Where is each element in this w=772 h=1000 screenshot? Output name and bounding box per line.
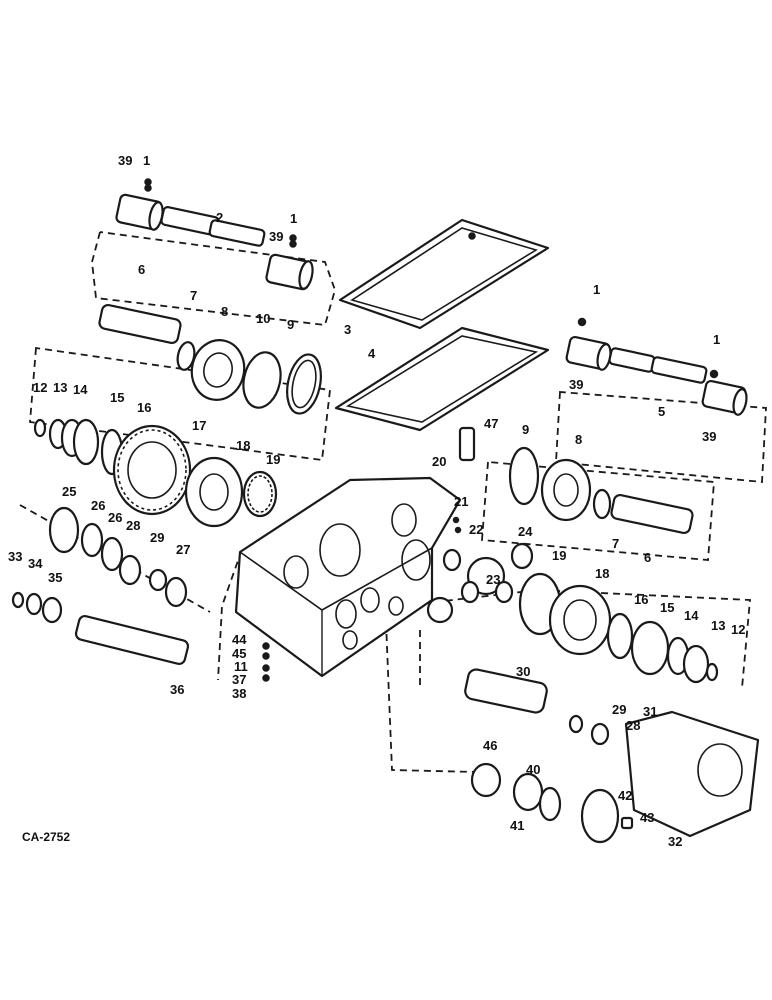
callout-19: 19 <box>552 548 566 563</box>
callout-13: 13 <box>711 618 725 633</box>
callout-39: 39 <box>702 429 716 444</box>
callout-5: 5 <box>658 404 665 419</box>
callout-46: 46 <box>483 738 497 753</box>
callout-13: 13 <box>53 380 67 395</box>
callout-3: 3 <box>344 322 351 337</box>
callout-16: 16 <box>634 592 648 607</box>
callout-43: 43 <box>640 810 654 825</box>
callout-1: 1 <box>593 282 600 297</box>
callout-1: 1 <box>713 332 720 347</box>
lower-right-group <box>464 668 760 844</box>
callout-22: 22 <box>469 522 483 537</box>
callout-4: 4 <box>368 346 376 361</box>
right-gear-stack <box>518 572 719 684</box>
callout-40: 40 <box>526 762 540 777</box>
left-small-parts <box>11 506 270 682</box>
callout-29: 29 <box>612 702 626 717</box>
callout-1: 1 <box>290 211 297 226</box>
right-axle-group <box>508 446 694 535</box>
upper-left-shaft-assembly <box>115 178 314 291</box>
callout-31: 31 <box>643 704 657 719</box>
callout-38: 38 <box>232 686 246 701</box>
callout-12: 12 <box>731 622 745 637</box>
callout-8: 8 <box>575 432 582 447</box>
callout-8: 8 <box>221 304 228 319</box>
callout-28: 28 <box>126 518 140 533</box>
left-axle-group <box>98 303 322 415</box>
callout-labels: 39 1 2 39 1 3 4 6 7 8 10 9 1 1 39 5 39 1… <box>8 153 745 849</box>
callout-7: 7 <box>190 288 197 303</box>
callout-9: 9 <box>287 317 294 332</box>
callout-34: 34 <box>28 556 43 571</box>
callout-18: 18 <box>595 566 609 581</box>
callout-26: 26 <box>108 510 122 525</box>
transmission-housing <box>234 476 462 678</box>
left-gear-stack <box>33 418 278 528</box>
callout-39: 39 <box>118 153 132 168</box>
callout-11: 11 <box>234 659 248 674</box>
callout-25: 25 <box>62 484 76 499</box>
callout-42: 42 <box>618 788 632 803</box>
callout-9: 9 <box>522 422 529 437</box>
upper-right-shaft-assembly <box>565 317 748 416</box>
callout-14: 14 <box>73 382 88 397</box>
callout-12: 12 <box>33 380 47 395</box>
callout-36: 36 <box>170 682 184 697</box>
callout-15: 15 <box>660 600 674 615</box>
callout-47: 47 <box>484 416 498 431</box>
callout-32: 32 <box>668 834 682 849</box>
differential-assembly <box>426 426 534 624</box>
callout-39: 39 <box>269 229 283 244</box>
callout-30: 30 <box>516 664 530 679</box>
callout-24: 24 <box>518 524 533 539</box>
callout-1: 1 <box>143 153 150 168</box>
callout-16: 16 <box>137 400 151 415</box>
callout-44: 44 <box>232 632 247 647</box>
callout-33: 33 <box>8 549 22 564</box>
callout-41: 41 <box>510 818 524 833</box>
callout-6: 6 <box>644 550 651 565</box>
figure-code: CA-2752 <box>22 830 70 844</box>
callout-18: 18 <box>236 438 250 453</box>
cover-gaskets <box>334 218 550 432</box>
callout-19: 19 <box>266 452 280 467</box>
callout-26: 26 <box>91 498 105 513</box>
callout-28: 28 <box>626 718 640 733</box>
callout-29: 29 <box>150 530 164 545</box>
callout-7: 7 <box>612 536 619 551</box>
callout-15: 15 <box>110 390 124 405</box>
callout-35: 35 <box>48 570 62 585</box>
callout-10: 10 <box>256 311 270 326</box>
callout-37: 37 <box>232 672 246 687</box>
callout-23: 23 <box>486 572 500 587</box>
callout-17: 17 <box>192 418 206 433</box>
callout-6: 6 <box>138 262 145 277</box>
callout-20: 20 <box>432 454 446 469</box>
callout-21: 21 <box>454 494 468 509</box>
callout-2: 2 <box>216 210 223 225</box>
callout-39: 39 <box>569 377 583 392</box>
callout-14: 14 <box>684 608 699 623</box>
callout-27: 27 <box>176 542 190 557</box>
callout-45: 45 <box>232 646 246 661</box>
